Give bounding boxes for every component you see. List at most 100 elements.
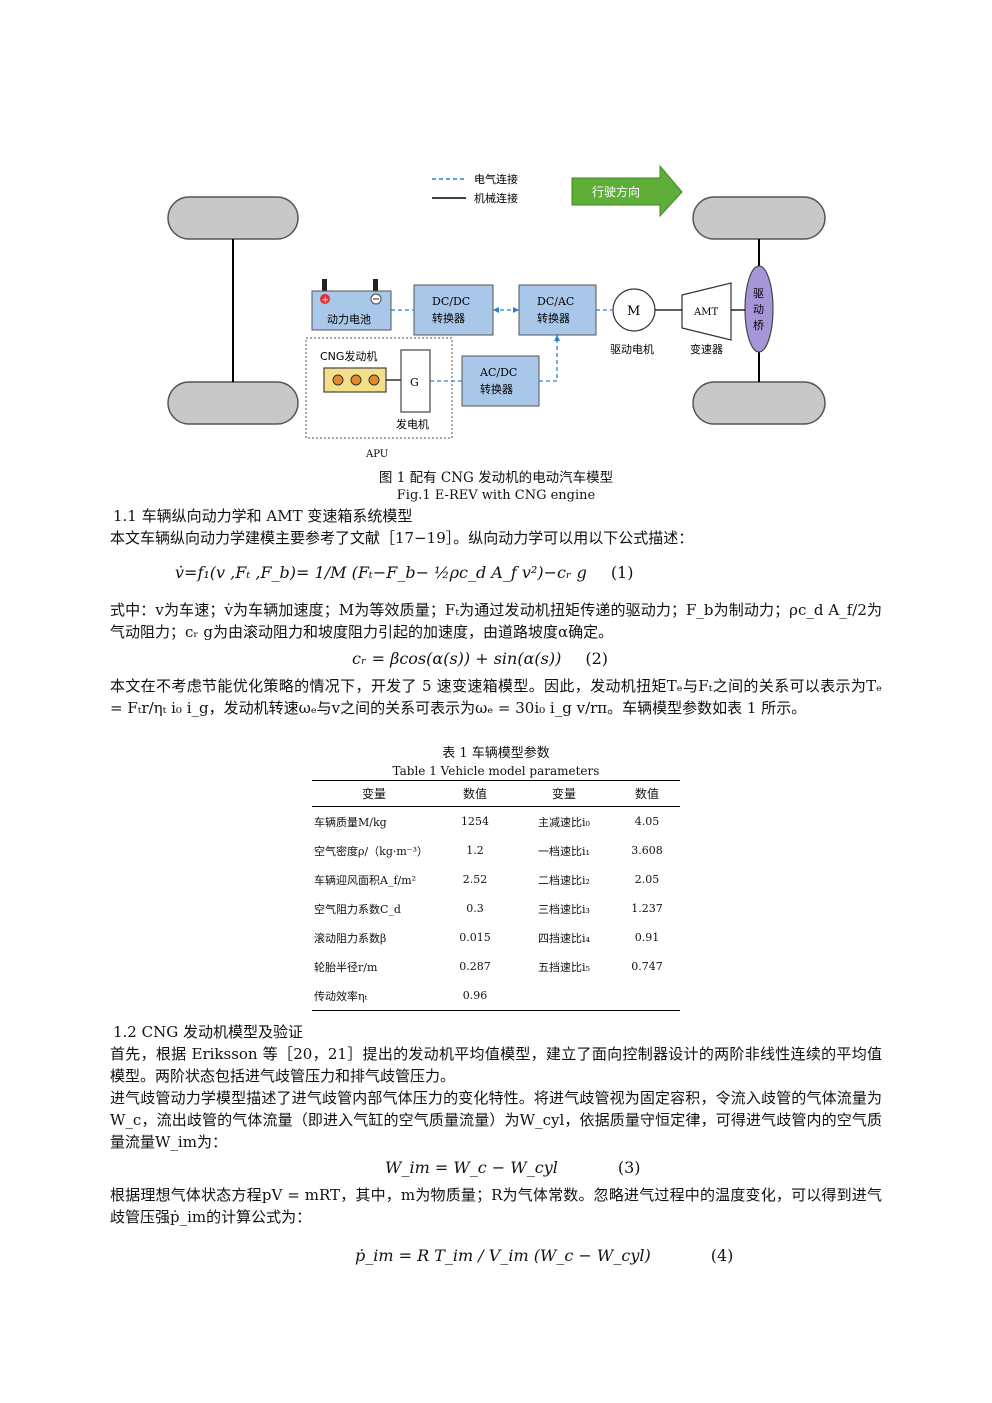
wheel-rear-right — [692, 381, 826, 425]
dcac-label-2: 转换器 — [537, 311, 570, 325]
table-row: 空气阻力系数C_d 0.3 三档速比i₃ 1.237 — [312, 894, 680, 923]
equation-1-number: (1) — [610, 563, 634, 582]
table-row: 传动效率ηₜ 0.96 — [312, 981, 680, 1011]
battery-terminal-pos — [322, 279, 327, 291]
table-cell-value: 2.05 — [634, 873, 660, 886]
table-cell-value: 0.3 — [466, 902, 484, 915]
equation-2-number: (2) — [585, 649, 608, 668]
table-header-value-2: 数值 — [614, 780, 680, 807]
wheel-rear-left — [167, 381, 299, 425]
equation-1: v̇=f₁(v ,Fₜ ,F_b)= 1/M (Fₜ−F_b− ½ρc_d A_… — [175, 562, 633, 584]
amt-symbol: AMT — [693, 307, 718, 318]
wheel-front-right — [692, 196, 826, 240]
dcdc-label-1: DC/DC — [432, 295, 470, 308]
section-1-1-para-1: 本文车辆纵向动力学建模主要参考了文献［17−19］。纵向动力学可以用以下公式描述… — [110, 529, 694, 547]
table-cell-value — [614, 981, 680, 1011]
table-header-value-1: 数值 — [436, 780, 514, 807]
equation-3-body: W_im = W_c − W_cyl — [385, 1158, 558, 1177]
generator-box — [400, 349, 431, 413]
table-cell-value: 3.608 — [631, 844, 663, 857]
figure-erev-diagram: 电气连接 机械连接 行驶方向 + 动力电池 DC/DC 转换器 DC/AC 转换… — [167, 164, 826, 460]
section-1-2-heading: 1.2 CNG 发动机模型及验证 — [113, 1023, 303, 1041]
table-row: 车辆迎风面积A_f/m² 2.52 二档速比i₂ 2.05 — [312, 865, 680, 894]
acdc-converter-box — [461, 355, 540, 407]
figure-caption-en: Fig.1 E-REV with CNG engine — [396, 488, 596, 503]
legend-electric-text: 电气连接 — [474, 172, 518, 186]
table-header-row: 变量 数值 变量 数值 — [312, 780, 680, 807]
table-cell-variable: 五挡速比i₅ — [538, 960, 590, 974]
table-cell-value: 0.96 — [436, 981, 514, 1011]
table-cell-variable: 一档速比i₁ — [538, 844, 590, 858]
generator-caption: 发电机 — [396, 417, 429, 431]
table-row: 空气密度ρ/（kg·m⁻³） 1.2 一档速比i₁ 3.608 — [312, 836, 680, 865]
battery-terminal-neg — [373, 279, 378, 291]
amt-caption: 变速器 — [690, 342, 723, 356]
battery-plus-sign: + — [322, 296, 330, 306]
vehicle-parameters-table: 变量 数值 变量 数值 车辆质量M/kg 1254 主减速比i₀ 4.05 空气… — [312, 780, 680, 1011]
equation-3: W_im = W_c − W_cyl (3) — [385, 1157, 641, 1179]
battery-label: 动力电池 — [327, 313, 371, 326]
table-cell-variable: 车辆质量M/kg — [314, 815, 387, 829]
apu-boundary — [305, 337, 453, 439]
section-1-2-para-2: 进气歧管动力学模型描述了进气歧管内部气体压力的变化特性。将进气歧管视为固定容积，… — [110, 1089, 882, 1151]
table-row: 滚动阻力系数β 0.015 四挡速比i₄ 0.91 — [312, 923, 680, 952]
table-cell-value: 4.05 — [634, 815, 660, 828]
conn-acdc-dcac — [539, 335, 558, 382]
axle-label-3: 桥 — [753, 319, 764, 332]
dcac-converter-box — [518, 284, 597, 336]
table-cell-value: 1254 — [461, 815, 489, 828]
dcac-label-1: DC/AC — [537, 295, 574, 308]
acdc-label-2: 转换器 — [480, 382, 513, 396]
table-cell-value: 0.91 — [634, 931, 660, 944]
table-cell-variable: 传动效率ηₜ — [312, 981, 436, 1011]
section-1-1-para-3: 本文在不考虑节能优化策略的情况下，开发了 5 速变速箱模型。因此，发动机扭矩Tₑ… — [110, 677, 882, 717]
engine-cylinder-3 — [368, 374, 380, 386]
table-cell-value: 1.237 — [631, 902, 663, 915]
axle-label-1: 驱 — [753, 287, 764, 300]
equation-2-body: cᵣ = βcos(α(s)) + sin(α(s)) — [352, 649, 562, 668]
table-header-variable-2: 变量 — [514, 780, 614, 807]
generator-symbol: G — [410, 376, 419, 389]
section-1-2-para-3: 根据理想气体状态方程pV = mRT，其中，m为物质量；R为气体常数。忽略进气过… — [110, 1186, 882, 1226]
table-cell-variable: 主减速比i₀ — [538, 815, 590, 829]
engine-cylinder-1 — [332, 374, 344, 386]
dcdc-converter-box — [413, 284, 494, 336]
table-cell-variable: 滚动阻力系数β — [314, 931, 387, 945]
engine-cylinder-2 — [350, 374, 362, 386]
table-cell-variable: 二档速比i₂ — [538, 873, 590, 887]
equation-3-number: (3) — [617, 1158, 641, 1177]
table-cell-variable: 四挡速比i₄ — [538, 931, 590, 945]
table-row: 轮胎半径r/m 0.287 五挡速比i₅ 0.747 — [312, 952, 680, 981]
equation-4-body: ṗ_im = R T_im / V_im (W_c − W_cyl) — [355, 1246, 651, 1265]
table-cell-variable: 空气阻力系数C_d — [314, 902, 401, 916]
equation-1-body: v̇=f₁(v ,Fₜ ,F_b)= 1/M (Fₜ−F_b− ½ρc_d A_… — [175, 563, 587, 582]
table-cell-variable — [514, 981, 614, 1011]
motor-caption: 驱动电机 — [610, 342, 654, 356]
table-caption-en: Table 1 Vehicle model parameters — [392, 764, 600, 778]
table-cell-variable: 轮胎半径r/m — [314, 960, 378, 974]
equation-4-number: (4) — [710, 1246, 734, 1265]
table-cell-variable: 空气密度ρ/（kg·m⁻³） — [314, 844, 429, 858]
dcdc-label-2: 转换器 — [432, 311, 465, 325]
table-cell-variable: 三档速比i₃ — [538, 902, 590, 916]
table-row: 车辆质量M/kg 1254 主减速比i₀ 4.05 — [312, 807, 680, 837]
arrowhead-dcdc-out — [493, 307, 499, 313]
table-caption-cn: 表 1 车辆模型参数 — [442, 746, 550, 761]
direction-arrow-label: 行驶方向 — [592, 184, 640, 199]
amt-trapezoid — [681, 282, 732, 341]
section-1-1-heading: 1.1 车辆纵向动力学和 AMT 变速箱系统模型 — [113, 507, 413, 525]
direction-arrow — [571, 164, 683, 218]
axle-label-2: 动 — [753, 303, 764, 316]
figure-caption-cn: 图 1 配有 CNG 发动机的电动汽车模型 — [378, 470, 614, 486]
arrowhead-acdc-dcac — [554, 335, 560, 341]
wheel-front-left — [167, 196, 299, 240]
equation-4: ṗ_im = R T_im / V_im (W_c − W_cyl) (4) — [355, 1245, 733, 1267]
table-cell-value: 0.015 — [459, 931, 491, 944]
equation-2: cᵣ = βcos(α(s)) + sin(α(s)) (2) — [352, 648, 608, 670]
table-cell-value: 1.2 — [466, 844, 484, 857]
table-header-variable-1: 变量 — [312, 780, 436, 807]
table-cell-value: 0.287 — [459, 960, 491, 973]
table-cell-value: 0.747 — [631, 960, 663, 973]
battery-plus-icon — [320, 294, 330, 304]
acdc-label-1: AC/DC — [479, 366, 517, 379]
